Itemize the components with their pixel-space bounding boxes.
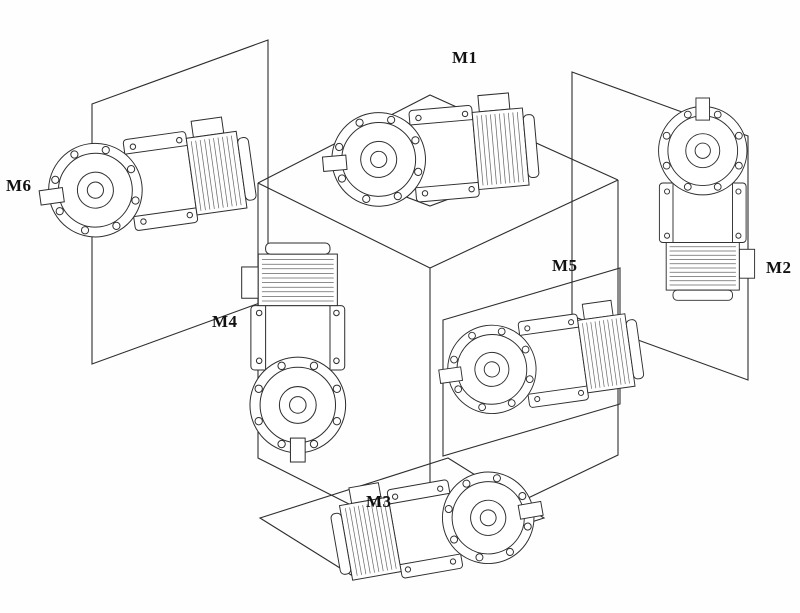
gearmotor-m1-drawing: [317, 90, 542, 212]
gearmotor-m5-drawing: [432, 296, 647, 421]
label-m1: M1: [452, 48, 478, 67]
reference-cube: [257, 94, 619, 546]
label-m6: M6: [6, 176, 32, 195]
gearmotor-m2-drawing: [658, 97, 756, 301]
gearmotor-m6-drawing: [32, 113, 260, 245]
label-m4: M4: [212, 312, 238, 331]
mounting-plane-m5: [442, 267, 621, 457]
gearmotor-m4-drawing: [241, 242, 347, 463]
gearmotor-m3-drawing: [325, 454, 551, 591]
label-m3: M3: [366, 492, 392, 511]
label-m5: M5: [552, 256, 578, 275]
label-m2: M2: [766, 258, 792, 277]
mounting-plane-m3: [258, 457, 546, 579]
